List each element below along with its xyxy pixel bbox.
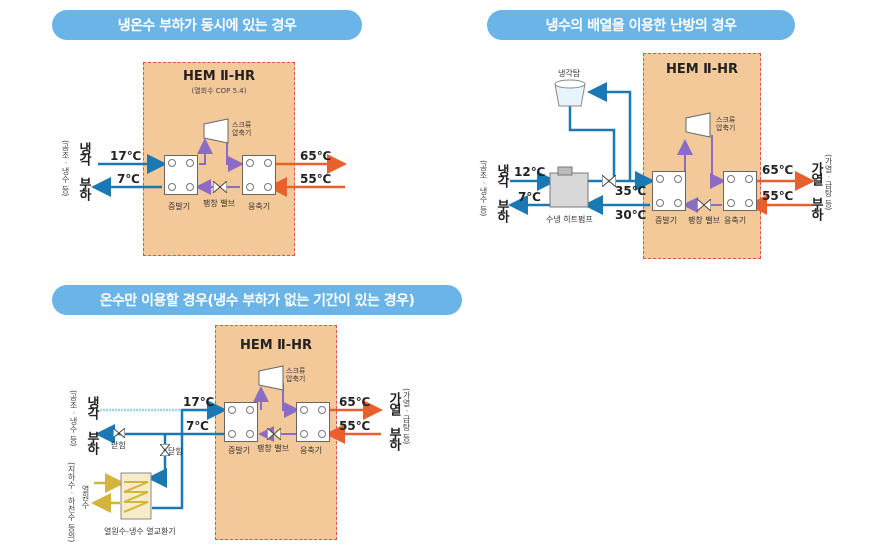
panel1-temp-7: 7℃ xyxy=(117,172,140,186)
panel1-temp-55: 55℃ xyxy=(300,172,332,186)
panel3-source-sub: (지하수 · 하천수 등의) xyxy=(67,462,76,543)
panel3-source-label: 열원수 xyxy=(81,485,90,509)
panel2-valve-icon xyxy=(697,199,711,211)
panel2-load-left: 냉각 부하 xyxy=(494,164,509,221)
panel2-hem-title: HEM Ⅱ-HR xyxy=(665,62,739,77)
panel1-valve-label: 팽창 밸브 xyxy=(203,199,235,208)
panel3-closed-2-label: 닫힘 xyxy=(168,447,183,456)
panel3-temp-55: 55℃ xyxy=(339,419,371,433)
panel2-cooling-tower-icon xyxy=(554,79,586,107)
panel3-exchanger-label: 열원수-냉수 열교환기 xyxy=(104,527,176,536)
panel1-temp-17: 17℃ xyxy=(110,149,142,163)
panel2-compressor-label: 스크류 압축기 xyxy=(716,116,736,132)
panel1-temp-65: 65℃ xyxy=(300,149,332,163)
panel3-condenser xyxy=(296,402,330,442)
panel3-temp-7: 7℃ xyxy=(186,419,209,433)
panel3-load-left-sub: (공조 · 냉수 등) xyxy=(69,390,78,447)
panel3-load-right: 가열 부하 xyxy=(386,392,401,449)
panel3-temp-17: 17℃ xyxy=(183,395,215,409)
panel2-temp-65: 65℃ xyxy=(762,163,794,177)
panel3-condenser-label: 응축기 xyxy=(300,446,323,455)
panel2-bypass-valve-icon xyxy=(602,175,616,187)
panel2-temp-55: 55℃ xyxy=(762,189,794,203)
panel2-temp-12: 12℃ xyxy=(514,165,546,179)
panel2-compressor-icon xyxy=(685,112,711,138)
panel1-condenser xyxy=(242,155,276,195)
panel1-compressor-label: 스크류 압축기 xyxy=(232,121,252,137)
panel3-hem-title: HEM Ⅱ-HR xyxy=(239,338,313,353)
panel3-load-left: 냉각 부하 xyxy=(84,396,99,453)
panel3-closed-valve-1-icon xyxy=(113,428,125,438)
panel3-compressor-label: 스크류 압축기 xyxy=(286,367,306,383)
panel2-evaporator-label: 증발기 xyxy=(655,216,678,225)
panel2-temp-7: 7℃ xyxy=(518,190,541,204)
panel2-load-left-sub: (공조 · 냉수 등) xyxy=(479,160,488,217)
panel1-load-left-sub: (공조 · 냉수 등) xyxy=(61,140,70,197)
panel1-evaporator xyxy=(164,155,198,195)
panel2-load-right: 가열 부하 xyxy=(808,162,823,219)
panel1-load-left: 냉각 부하 xyxy=(76,142,91,199)
panel2-condenser xyxy=(723,171,757,211)
panel2-evaporator xyxy=(652,171,686,211)
panel3-load-right-sub: (가열 · 급탕 등) xyxy=(402,388,411,445)
panel2-tower-label: 냉각탑 xyxy=(558,69,581,78)
panel1-hem-title: HEM Ⅱ-HR xyxy=(182,69,256,84)
panel2-temp-30: 30℃ xyxy=(615,208,647,222)
panel1-compressor-icon xyxy=(203,118,229,144)
panel3-evaporator-label: 증발기 xyxy=(228,446,251,455)
panel1-title: 냉온수 부하가 동시에 있는 경우 xyxy=(52,10,362,40)
panel2-condenser-label: 응축기 xyxy=(724,216,747,225)
panel3-exchanger-icon xyxy=(120,472,152,520)
panel1-hem-subtitle: (열회수 COP 5.4) xyxy=(191,87,247,95)
panel3-closed-valve-2-icon xyxy=(160,444,170,456)
panel3-evaporator xyxy=(224,402,258,442)
panel2-valve-label: 팽창 밸브 xyxy=(688,216,720,225)
panel3-closed-1-label: 닫힘 xyxy=(111,441,126,450)
panel1-evaporator-label: 증발기 xyxy=(168,202,191,211)
panel2-title: 냉수의 배열을 이용한 난방의 경우 xyxy=(487,10,795,40)
panel2-hem-box: HEM Ⅱ-HR xyxy=(643,53,761,259)
panel2-pipes xyxy=(508,82,815,215)
panel2-load-right-sub: (가열 · 급탕 등) xyxy=(824,154,833,211)
panel3-title: 온수만 이용할 경우(냉수 부하가 없는 기간이 있는 경우) xyxy=(52,285,462,315)
panel2-temp-35: 35℃ xyxy=(615,184,647,198)
panel3-valve-label: 팽창 밸브 xyxy=(257,444,289,453)
panel3-temp-65: 65℃ xyxy=(339,395,371,409)
panel3-valve-icon xyxy=(267,428,281,440)
panel1-condenser-label: 응축기 xyxy=(248,202,271,211)
panel2-heatpump-label: 수냉 히트펌프 xyxy=(546,215,593,224)
panel2-heatpump-icon xyxy=(549,166,589,208)
panel1-valve-icon xyxy=(213,181,227,193)
panel3-compressor-icon xyxy=(258,365,284,391)
